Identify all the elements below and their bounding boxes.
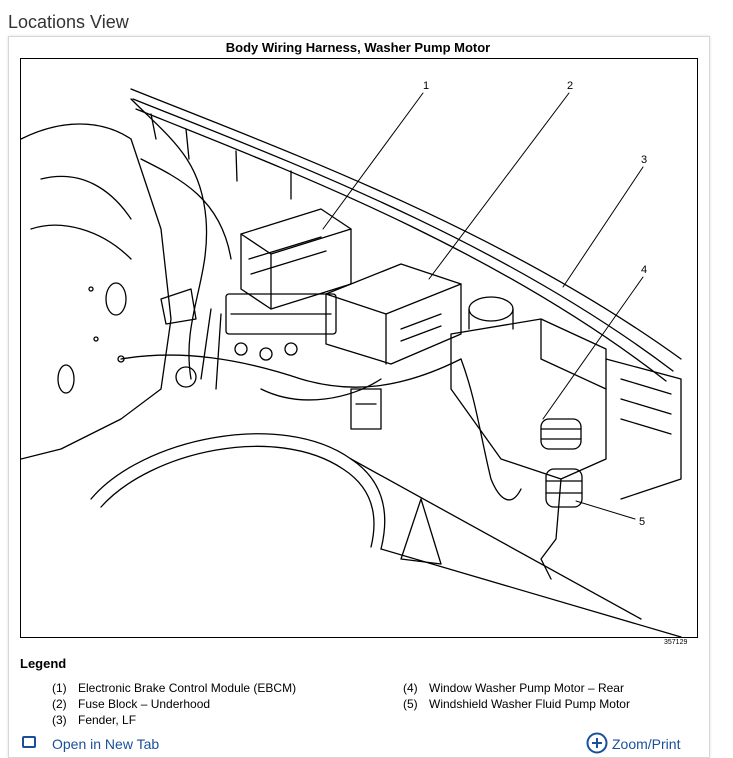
legend-item: (4) Window Washer Pump Motor – Rear: [403, 681, 624, 695]
figure-frame: 1 2 3 4 5: [20, 58, 698, 638]
callout-3: 3: [641, 154, 647, 166]
cowl-panel: [130, 88, 682, 382]
legend-title: Legend: [20, 656, 67, 671]
legend-item-label: Window Washer Pump Motor – Rear: [429, 681, 624, 695]
fuse-block: [325, 263, 462, 365]
card-footer: Open in New Tab Zoom/Print: [8, 732, 708, 754]
ebcm-module: [225, 208, 352, 361]
legend-item: (1) Electronic Brake Control Module (EBCM…: [52, 681, 296, 695]
legend-item-label: Windshield Washer Fluid Pump Motor: [429, 697, 630, 711]
legend-item-number: (5): [403, 697, 418, 711]
legend-item: (2) Fuse Block – Underhood: [52, 697, 210, 711]
legend-item-number: (1): [52, 681, 67, 695]
callout-2: 2: [567, 80, 573, 92]
figure-title: Body Wiring Harness, Washer Pump Motor: [225, 40, 491, 55]
engine-bay-illustration: 1 2 3 4 5: [20, 80, 682, 638]
zoom-print-link[interactable]: Zoom/Print: [612, 736, 681, 752]
legend-item-label: Fender, LF: [78, 713, 137, 727]
wiring-harness: [120, 98, 522, 501]
legend-item: (5) Windshield Washer Fluid Pump Motor: [403, 697, 630, 711]
leader-lines: [322, 92, 644, 520]
wheel-well: [90, 433, 682, 638]
fender-inner-panel: [20, 123, 172, 460]
washer-reservoir: [450, 296, 682, 580]
legend-item-number: (2): [52, 697, 67, 711]
legend-item-number: (4): [403, 681, 418, 695]
callout-1: 1: [423, 80, 429, 92]
legend-item: (3) Fender, LF: [52, 713, 136, 727]
legend-item-number: (3): [52, 713, 67, 727]
callout-5: 5: [639, 516, 645, 528]
open-tab-icon[interactable]: [22, 736, 36, 748]
open-in-new-tab-link[interactable]: Open in New Tab: [52, 736, 160, 752]
callout-4: 4: [641, 264, 647, 276]
figure-id: 357129: [664, 639, 688, 646]
zoom-plus-icon[interactable]: [586, 732, 608, 754]
page-title: Locations View: [8, 12, 129, 32]
legend-item-label: Electronic Brake Control Module (EBCM): [78, 681, 297, 695]
legend-item-label: Fuse Block – Underhood: [78, 697, 211, 711]
bracket-details: [160, 288, 382, 430]
